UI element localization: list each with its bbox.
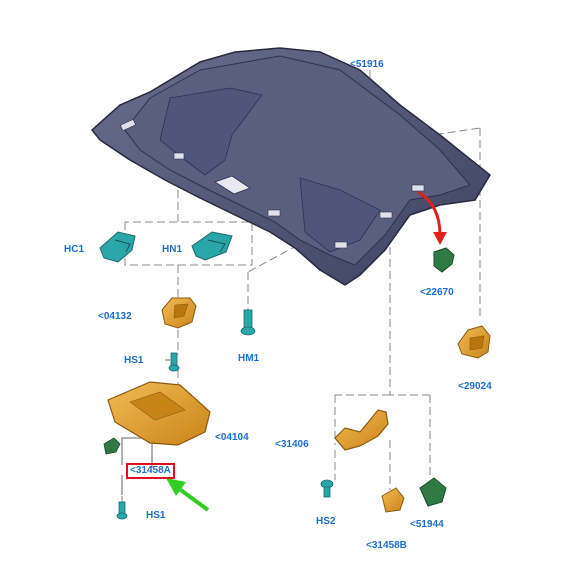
label-04104[interactable]: <04104	[215, 432, 249, 443]
part-31458b[interactable]	[381, 487, 405, 513]
part-29024[interactable]	[457, 325, 491, 359]
label-22670[interactable]: <22670	[420, 287, 454, 298]
leader-lines-solid	[121, 359, 170, 495]
label-31458b[interactable]: <31458B	[366, 540, 407, 551]
label-51916[interactable]: <51916	[350, 59, 384, 70]
part-04132[interactable]	[161, 297, 197, 329]
green-pointer-arrow-icon	[166, 478, 210, 512]
label-hn1[interactable]: HN1	[162, 244, 183, 255]
label-hs1-top[interactable]: HS1	[124, 355, 144, 366]
screw-hs2[interactable]	[320, 479, 334, 498]
label-hs2[interactable]: HS2	[316, 516, 336, 527]
part-04104-sun-visor[interactable]	[107, 381, 211, 446]
screw-hs1-top[interactable]	[168, 352, 180, 372]
part-31406-grab-handle[interactable]	[334, 409, 389, 451]
part-51944[interactable]	[419, 477, 447, 507]
label-29024[interactable]: <29024	[458, 381, 492, 392]
bolt-hm1[interactable]	[240, 309, 256, 336]
clip-hc1[interactable]	[99, 231, 136, 263]
label-31458a-highlighted[interactable]: <31458A	[126, 463, 175, 479]
part-visor-clip[interactable]	[103, 437, 121, 455]
label-31406[interactable]: <31406	[275, 439, 309, 450]
red-arrow-icon	[417, 190, 447, 245]
label-hm1[interactable]: HM1	[238, 353, 260, 364]
label-hs1-bottom[interactable]: HS1	[146, 510, 166, 521]
screw-hs1-bottom[interactable]	[116, 501, 128, 520]
part-22670[interactable]	[433, 247, 455, 273]
clip-hn1[interactable]	[191, 231, 233, 261]
label-hc1[interactable]: HC1	[64, 244, 85, 255]
headliner[interactable]	[90, 47, 491, 286]
label-04132[interactable]: <04132	[98, 311, 132, 322]
label-51944[interactable]: <51944	[410, 519, 444, 530]
